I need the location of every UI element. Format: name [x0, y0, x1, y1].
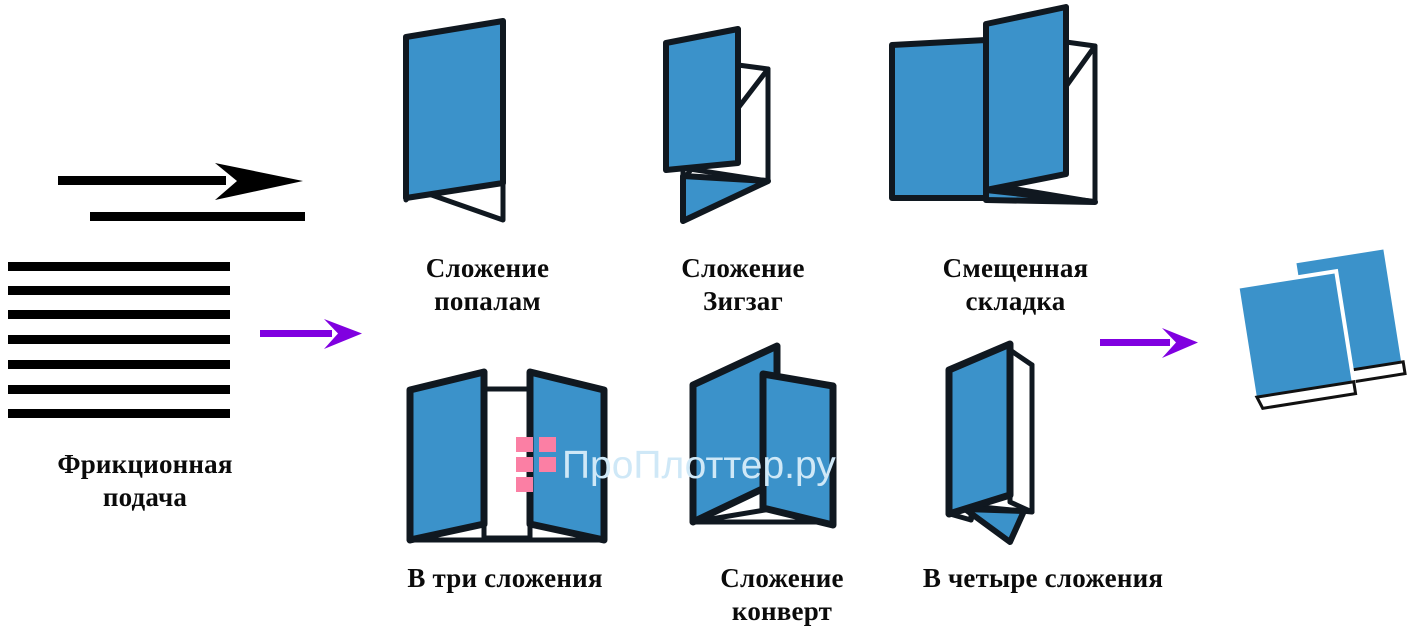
pixel-grid-logo-cell-2: [539, 437, 556, 452]
pixel-grid-logo-cell-3: [516, 457, 533, 472]
frictional-feed-label: Фрикционная подача: [0, 448, 290, 514]
flow-arrow-left: [258, 313, 368, 357]
fold-offset-figure: [880, 2, 1110, 232]
paper-stack-lines: [8, 262, 233, 418]
fold-envelope-figure: [665, 330, 855, 545]
fold-zigzag-label: Сложение Зигзаг: [628, 252, 858, 318]
frictional-feed-label-line1: Фрикционная: [57, 449, 233, 479]
pixel-grid-logo-cell-4: [539, 457, 556, 472]
fold-envelope-label-line1: Сложение: [720, 563, 844, 593]
fold-zigzag-figure: [655, 18, 800, 238]
fold-tri-label: В три сложения: [355, 562, 655, 595]
fold-offset-label-line1: Смещенная: [942, 253, 1089, 283]
fold-offset-label: Смещенная складка: [893, 252, 1138, 318]
pixel-grid-logo-cell-5: [516, 477, 533, 492]
flow-arrow-right: [1098, 322, 1203, 366]
arrow-right-icon: [1100, 328, 1198, 358]
fold-tri-figure: [400, 352, 615, 552]
fold-quad-label: В четыре сложения: [878, 562, 1208, 595]
fold-half-label-line2: попалам: [434, 286, 541, 316]
arrow-right-icon: [260, 319, 362, 349]
fold-envelope-label-line2: конверт: [731, 596, 833, 626]
fold-zigzag-label-line2: Зигзаг: [703, 286, 783, 316]
pixel-grid-logo-cell-1: [516, 437, 533, 452]
feed-arrow-group: [55, 160, 315, 230]
fold-half-label-line1: Сложение: [425, 253, 550, 283]
fold-tri-label-line1: В три сложения: [407, 563, 603, 593]
fold-envelope-label: Сложение конверт: [672, 562, 892, 628]
folded-output-stack: [1228, 244, 1418, 423]
fold-zigzag-label-line1: Сложение: [681, 253, 805, 283]
fold-quad-label-line1: В четыре сложения: [922, 563, 1164, 593]
fold-half-label: Сложение попалам: [370, 252, 605, 318]
frictional-feed-label-line2: подача: [102, 482, 188, 512]
fold-quad-figure: [925, 330, 1065, 545]
fold-offset-label-line2: складка: [965, 286, 1066, 316]
arrow-right-icon: [58, 163, 305, 221]
fold-half-figure: [395, 18, 580, 238]
